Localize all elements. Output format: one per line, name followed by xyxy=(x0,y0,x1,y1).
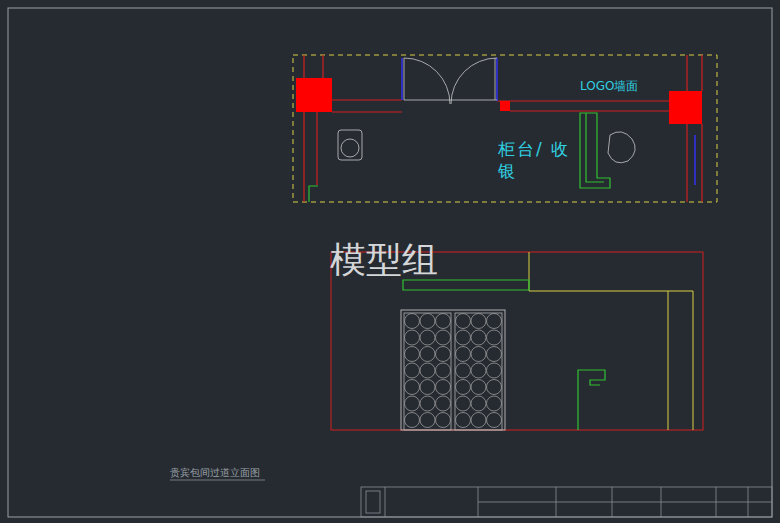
counter-label: 柜台/ 收银 xyxy=(498,138,578,182)
floor-plan xyxy=(293,55,717,202)
wall-label: LOGO墙面 xyxy=(580,80,638,93)
title-block xyxy=(361,487,772,517)
watermark: 模型组 xyxy=(330,240,438,280)
drawing-caption: 贵宾包间过道立面图 xyxy=(170,467,260,478)
caption-underline xyxy=(170,480,265,481)
sheet-frame xyxy=(8,8,772,517)
